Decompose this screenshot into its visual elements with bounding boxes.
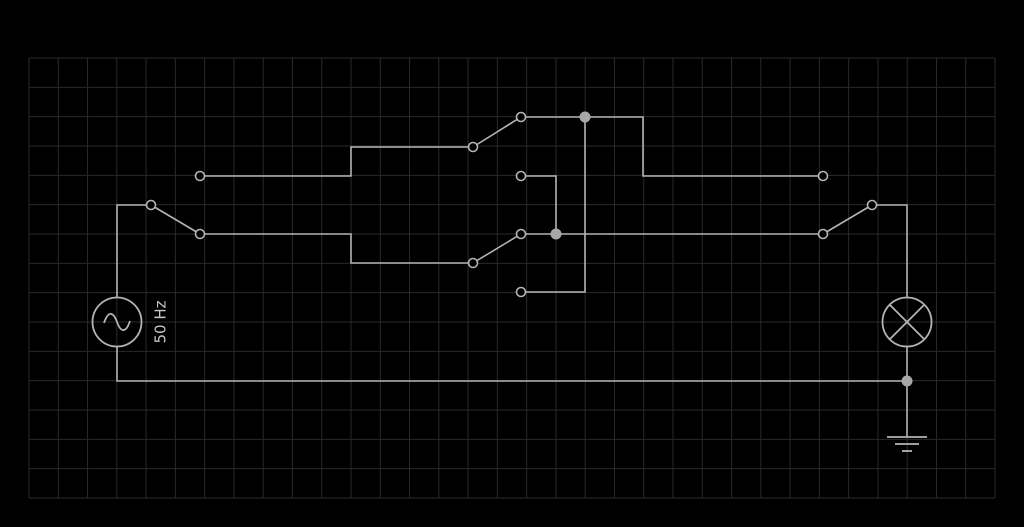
wire-left-upper [200,146,473,177]
terminal-mid-upper-common [467,141,479,153]
wire-left-lower [200,233,473,264]
wires [116,116,908,436]
middle-upper-switch-blade [472,116,522,148]
terminal-left-upper [194,170,206,182]
terminal-mid-lower-common [467,257,479,269]
junctions [550,111,913,387]
ac-source-icon [91,296,143,348]
lamp-icon [881,296,933,348]
wire-middle-link [521,175,557,234]
terminal-left-common [145,199,157,211]
terminal-left-lower [194,228,206,240]
left-switch-blade [150,204,201,235]
junction-top [579,111,591,123]
terminal-mid-lower-b [515,286,527,298]
terminal-mid-lower-a [515,228,527,240]
source-frequency-label: 50 Hz [152,300,170,343]
terminal-mid-upper-b [515,170,527,182]
background-grid [28,57,996,499]
switch-terminals [145,111,878,298]
terminal-right-upper [817,170,829,182]
wire-source-top [116,204,151,297]
right-switch-blade [822,204,873,235]
terminal-mid-upper-a [515,111,527,123]
wire-source-bottom [116,346,907,382]
junction-middle [550,228,562,240]
terminal-right-lower [817,228,829,240]
wire-to-lamp [872,204,908,297]
wire-vertical-link [521,117,586,293]
ground-icon [887,436,927,452]
terminal-right-common [866,199,878,211]
middle-lower-switch-blade [472,233,522,264]
junction-ground [901,375,913,387]
